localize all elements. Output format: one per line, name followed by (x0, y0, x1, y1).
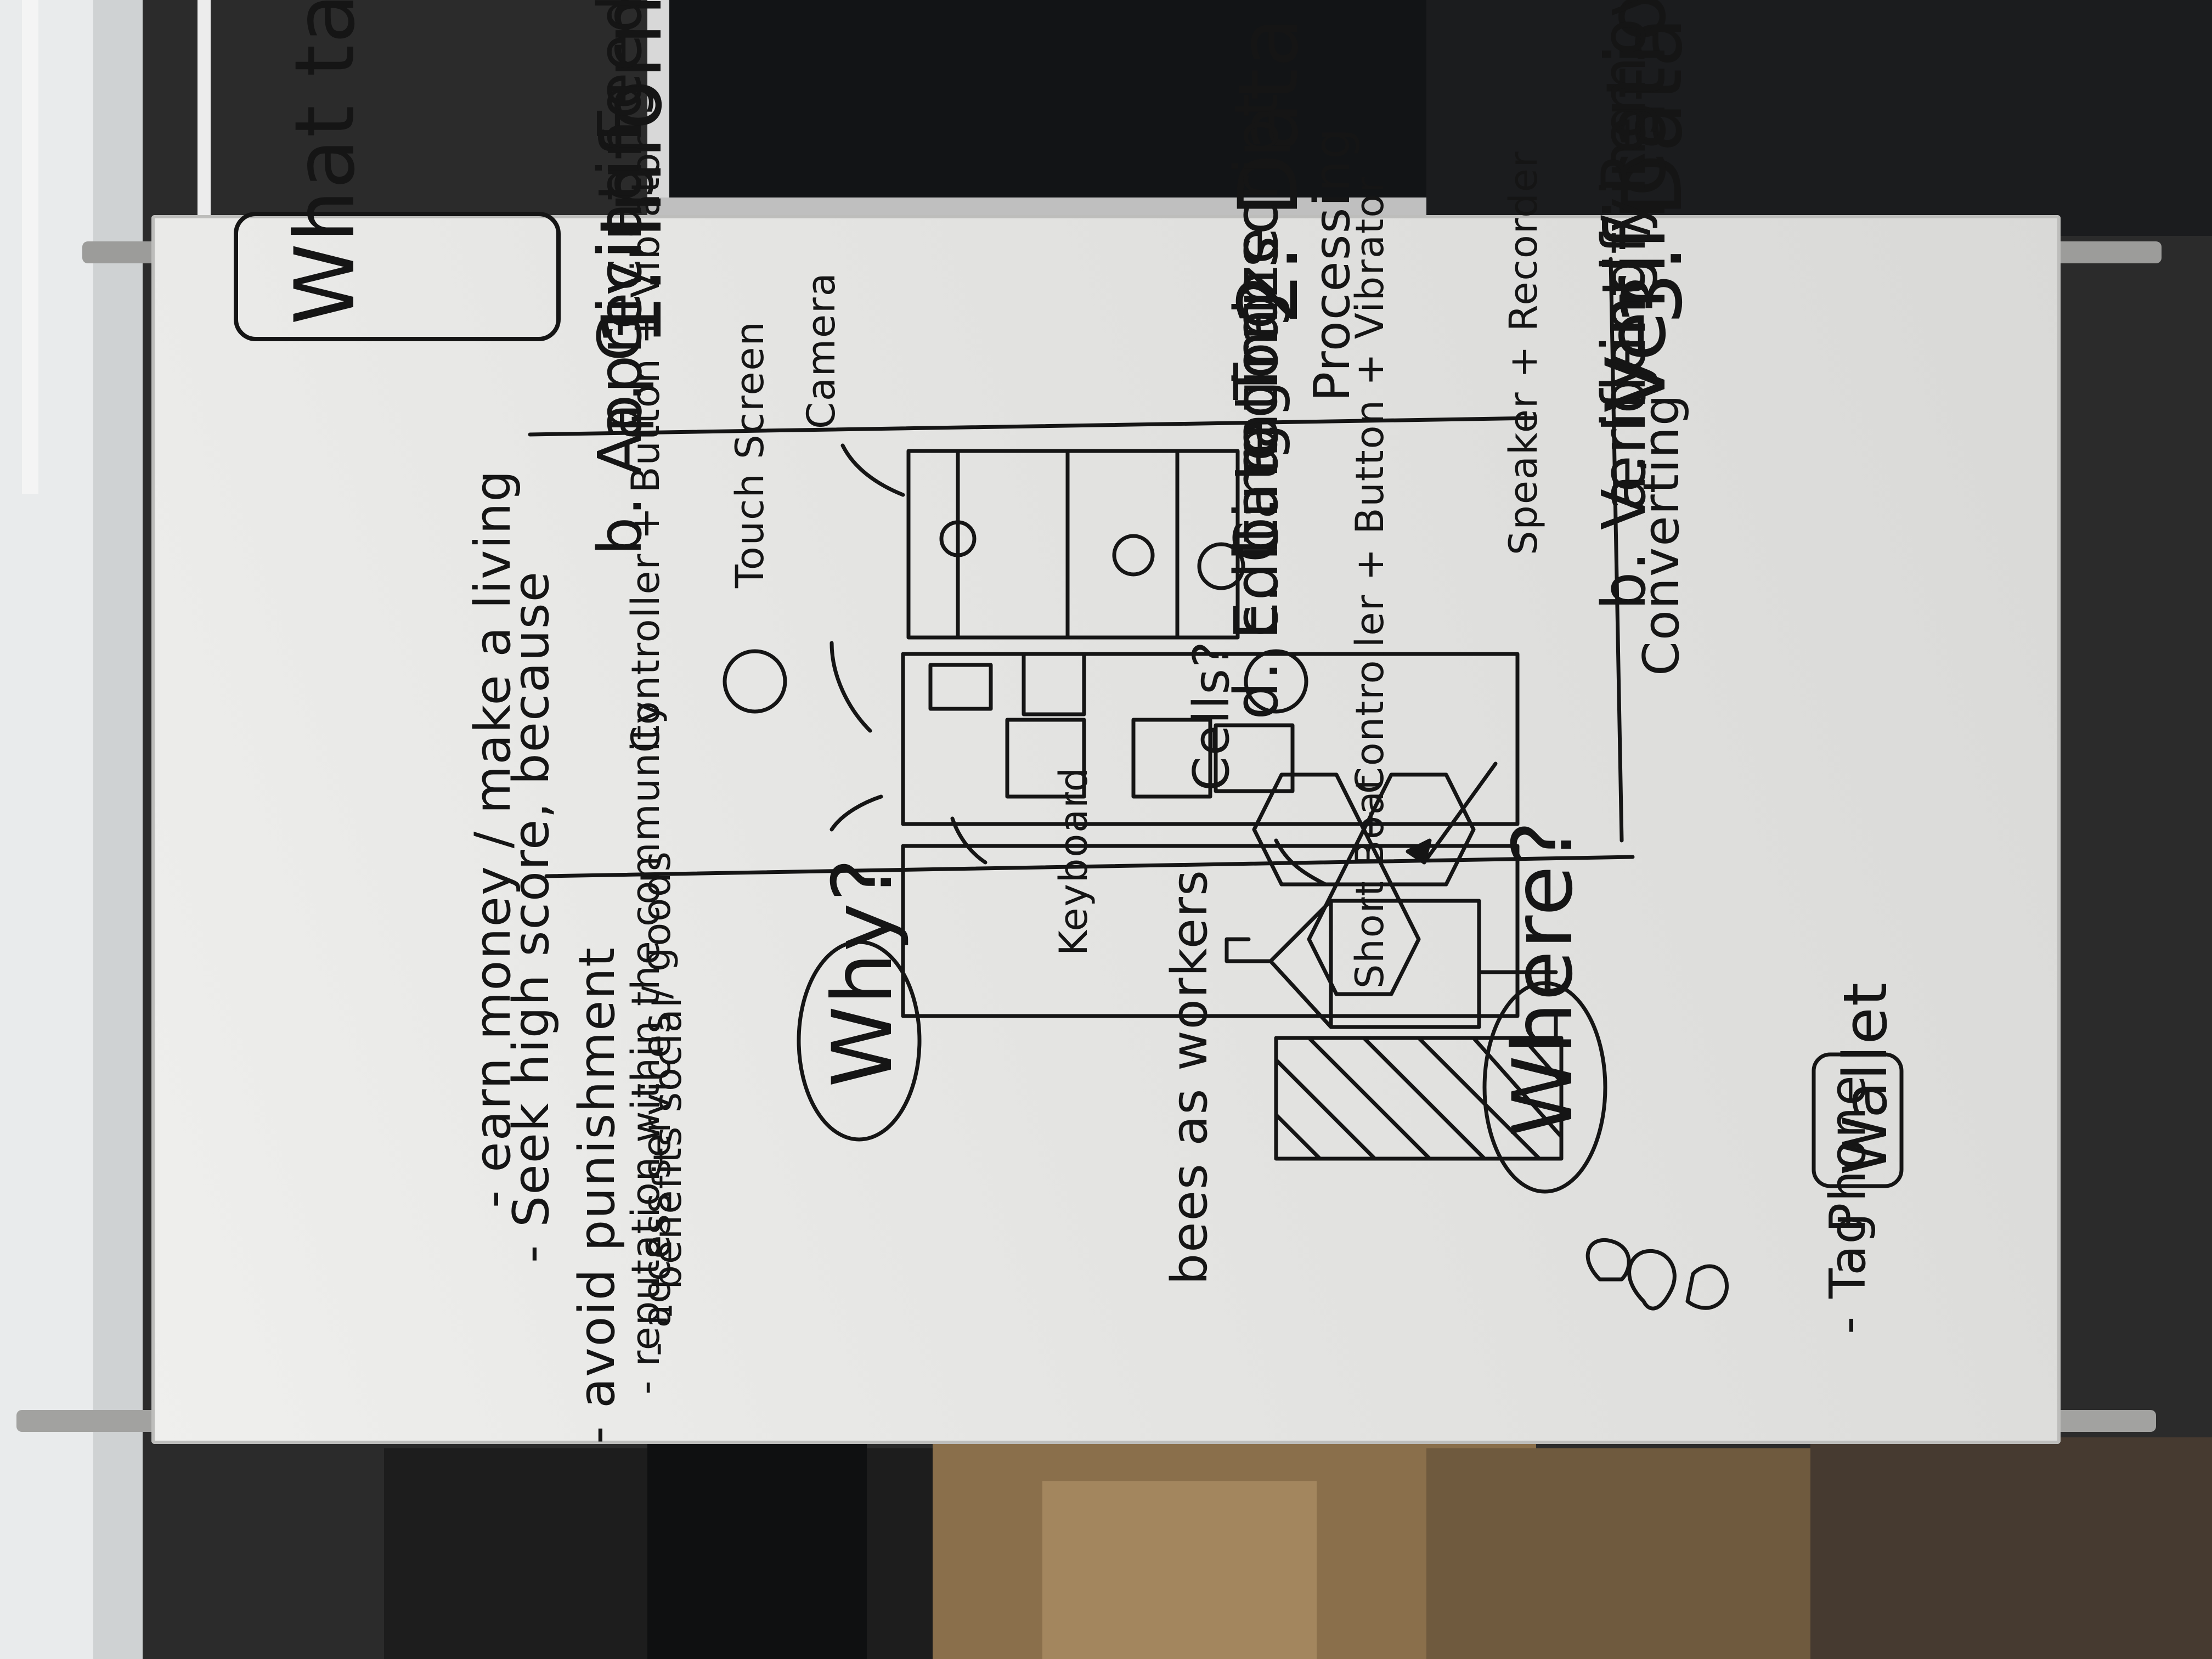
device-keyboard-screen (901, 844, 1520, 1018)
why-line-6: - avoid punishment (568, 946, 626, 1444)
bees-label: bees as workers (1161, 869, 1218, 1285)
col3-item-b-continued: Converting (1633, 393, 1690, 676)
why-label: Why? (815, 857, 911, 1087)
column-divider-1 (544, 855, 1635, 878)
where-label: Where? (1496, 820, 1591, 1137)
why-line-2: - Seek high score, because (503, 571, 560, 1263)
wallet-item-tag: - Tag (1819, 1211, 1877, 1334)
wallet-frame (1812, 1052, 1904, 1188)
label-camera: Camera (799, 272, 844, 429)
why-line-5: - reputation within the community (623, 700, 668, 1395)
whiteboard-sketches (528, 257, 1904, 1311)
device-button-right (723, 649, 787, 714)
device-button-left (1244, 649, 1308, 714)
label-controller-right: Controller + Button + Vibrator (623, 134, 668, 753)
heading-what-tasks: What tasks (278, 0, 373, 325)
label-keyboard: Keyboard (1051, 766, 1096, 956)
label-touch-screen: Touch Screen (727, 320, 772, 588)
column-divider-2 (528, 416, 1536, 437)
device-top-row (906, 449, 1240, 640)
device-main-screen (901, 652, 1520, 826)
cells-label: Cells? (1183, 640, 1240, 791)
bee-doodle (1585, 1238, 1729, 1311)
label-speaker-recorder: Speaker + Recorder (1501, 150, 1546, 555)
label-controller-left: + Controller + Button + Vibrator (1347, 176, 1392, 840)
where-oval (1482, 981, 1607, 1194)
column-divider-3 (1609, 257, 1624, 843)
building-sketch (1224, 899, 1481, 1029)
building-label: Short Boat (1347, 774, 1392, 989)
cells-sketch (1252, 772, 1476, 996)
whiteboard: What tasks 1. Information gathering a. G… (151, 0, 2061, 1444)
why-oval (797, 940, 922, 1142)
